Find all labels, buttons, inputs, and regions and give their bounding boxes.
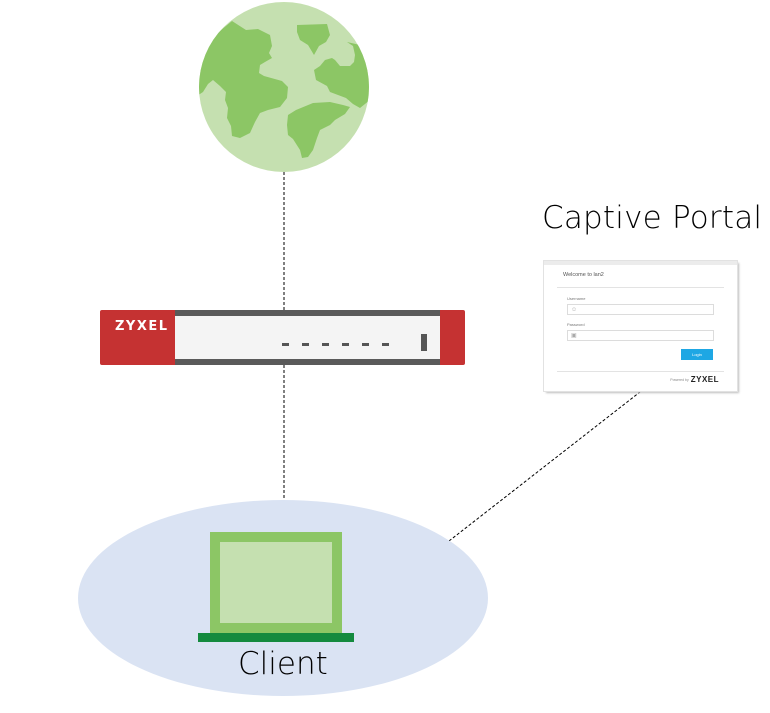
zyxel-logo: ZYXEL <box>690 375 719 384</box>
portal-welcome-title: Welcome to lan2 <box>563 272 604 278</box>
password-input[interactable]: ▣ <box>567 330 714 341</box>
user-icon: ☺ <box>571 307 578 313</box>
ethernet-port <box>282 343 289 346</box>
ethernet-port <box>302 343 309 346</box>
power-indicator <box>421 334 427 351</box>
username-input[interactable]: ☺ <box>567 304 714 315</box>
client-label: Client <box>238 646 328 682</box>
divider <box>557 371 724 372</box>
ethernet-port <box>382 343 389 346</box>
zyxel-firewall: ZYXEL <box>100 310 465 365</box>
ethernet-port <box>362 343 369 346</box>
divider <box>557 287 724 288</box>
login-button[interactable]: Login <box>681 349 713 360</box>
firewall-brand-logo: ZYXEL <box>115 319 169 334</box>
username-label: Username <box>567 296 586 301</box>
firewall-left-cap: ZYXEL <box>100 310 175 365</box>
password-label: Password <box>567 322 585 327</box>
captive-portal-page: Welcome to lan2 Username ☺ Password ▣ Lo… <box>544 261 737 391</box>
link-client-portal <box>448 391 641 542</box>
globe-icon <box>199 2 369 172</box>
lock-icon: ▣ <box>571 333 577 339</box>
firewall-front-panel <box>175 316 440 359</box>
portal-topbar <box>544 261 737 265</box>
powered-by-text: Powered by <box>670 378 689 382</box>
captive-portal-label: Captive Portal <box>542 200 763 236</box>
ethernet-port <box>322 343 329 346</box>
firewall-right-cap <box>440 310 465 365</box>
ethernet-port <box>342 343 349 346</box>
laptop-icon <box>198 532 354 642</box>
